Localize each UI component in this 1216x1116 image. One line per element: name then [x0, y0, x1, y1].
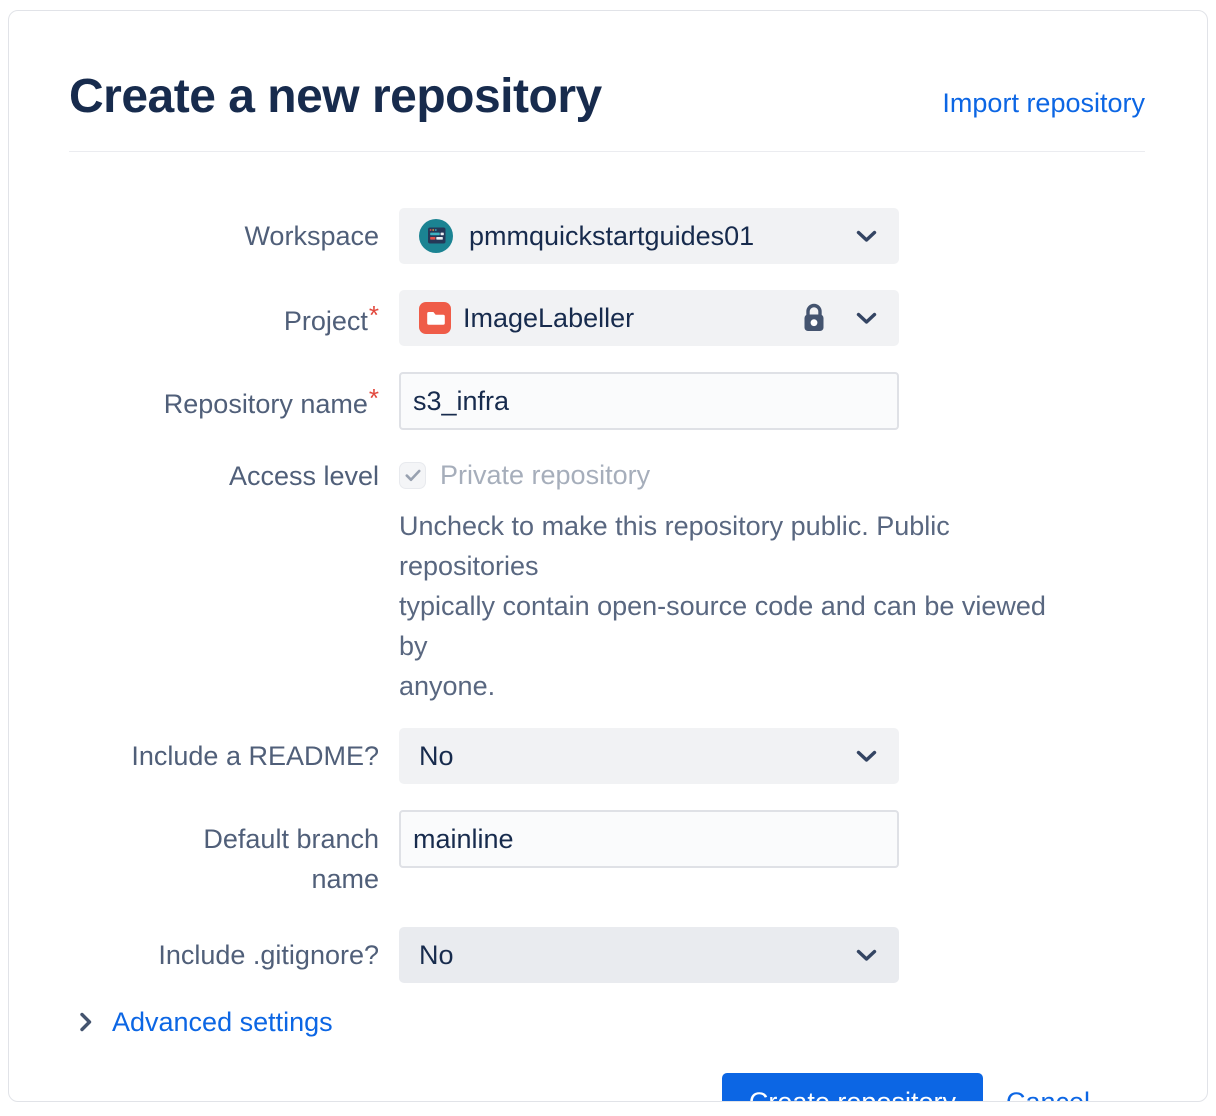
lock-icon — [800, 302, 828, 334]
access-level-label-text: Access level — [228, 461, 379, 491]
cancel-button[interactable]: Cancel — [1005, 1086, 1090, 1102]
repository-name-input[interactable] — [399, 372, 899, 430]
workspace-avatar-icon — [419, 219, 453, 253]
check-icon — [405, 469, 420, 481]
private-repository-checkbox[interactable] — [399, 461, 426, 489]
workspace-value: pmmquickstartguides01 — [469, 220, 755, 251]
repository-name-row: Repository name* — [69, 372, 1145, 430]
access-level-content: Private repository Uncheck to make this … — [399, 458, 1079, 706]
include-gitignore-label: Include .gitignore? — [69, 938, 379, 972]
advanced-settings-label: Advanced settings — [112, 1006, 333, 1037]
project-value: ImageLabeller — [463, 302, 635, 333]
project-label: Project* — [69, 298, 379, 338]
form-footer: Create repository Cancel — [69, 1073, 1145, 1102]
default-branch-label-line1: Default branch — [203, 824, 379, 854]
include-readme-label: Include a README? — [69, 739, 379, 773]
workspace-select[interactable]: pmmquickstartguides01 — [399, 208, 899, 264]
advanced-settings-toggle[interactable]: Advanced settings — [79, 1007, 1145, 1037]
workspace-label: Workspace — [69, 219, 379, 253]
chevron-down-icon — [856, 230, 877, 243]
repository-name-label: Repository name* — [69, 381, 379, 421]
chevron-right-icon — [79, 1012, 92, 1032]
include-readme-label-text: Include a README? — [131, 741, 379, 771]
default-branch-label-line2: name — [311, 864, 379, 894]
include-readme-select[interactable]: No — [399, 728, 899, 784]
include-gitignore-select[interactable]: No — [399, 927, 899, 983]
create-repository-form: Workspace pmmquickstartguide — [69, 208, 1145, 1102]
include-readme-row: Include a README? No — [69, 728, 1145, 784]
include-readme-value: No — [419, 740, 454, 771]
repository-name-label-text: Repository name — [163, 389, 368, 419]
project-label-text: Project — [283, 306, 368, 336]
help-line: Uncheck to make this repository public. … — [399, 511, 950, 581]
create-repository-button[interactable]: Create repository — [721, 1073, 983, 1101]
header: Create a new repository Import repositor… — [69, 69, 1145, 152]
default-branch-row: Default branch name — [69, 810, 1145, 899]
create-repository-card: Create a new repository Import repositor… — [8, 10, 1208, 1102]
page-title: Create a new repository — [69, 70, 602, 123]
default-branch-label: Default branch name — [69, 810, 379, 899]
access-level-row: Access level Private repository Uncheck … — [69, 458, 1145, 706]
access-level-label: Access level — [69, 458, 379, 493]
project-row: Project* ImageLabeller — [69, 290, 1145, 346]
workspace-row: Workspace pmmquickstartguide — [69, 208, 1145, 264]
workspace-label-text: Workspace — [244, 221, 379, 251]
project-select[interactable]: ImageLabeller — [399, 290, 899, 346]
chevron-down-icon — [856, 750, 877, 763]
include-gitignore-row: Include .gitignore? No — [69, 927, 1145, 983]
chevron-down-icon — [856, 949, 877, 962]
help-line: typically contain open-source code and c… — [399, 591, 1046, 661]
required-marker: * — [368, 383, 379, 413]
help-line: anyone. — [399, 671, 496, 701]
access-level-help-text: Uncheck to make this repository public. … — [399, 506, 1079, 706]
project-folder-icon — [419, 302, 451, 334]
chevron-down-icon — [856, 312, 877, 325]
default-branch-input[interactable] — [399, 810, 899, 868]
import-repository-link[interactable]: Import repository — [942, 88, 1145, 118]
required-marker: * — [368, 300, 379, 330]
include-gitignore-value: No — [419, 939, 454, 970]
include-gitignore-label-text: Include .gitignore? — [158, 940, 379, 970]
private-repository-label: Private repository — [440, 459, 651, 490]
